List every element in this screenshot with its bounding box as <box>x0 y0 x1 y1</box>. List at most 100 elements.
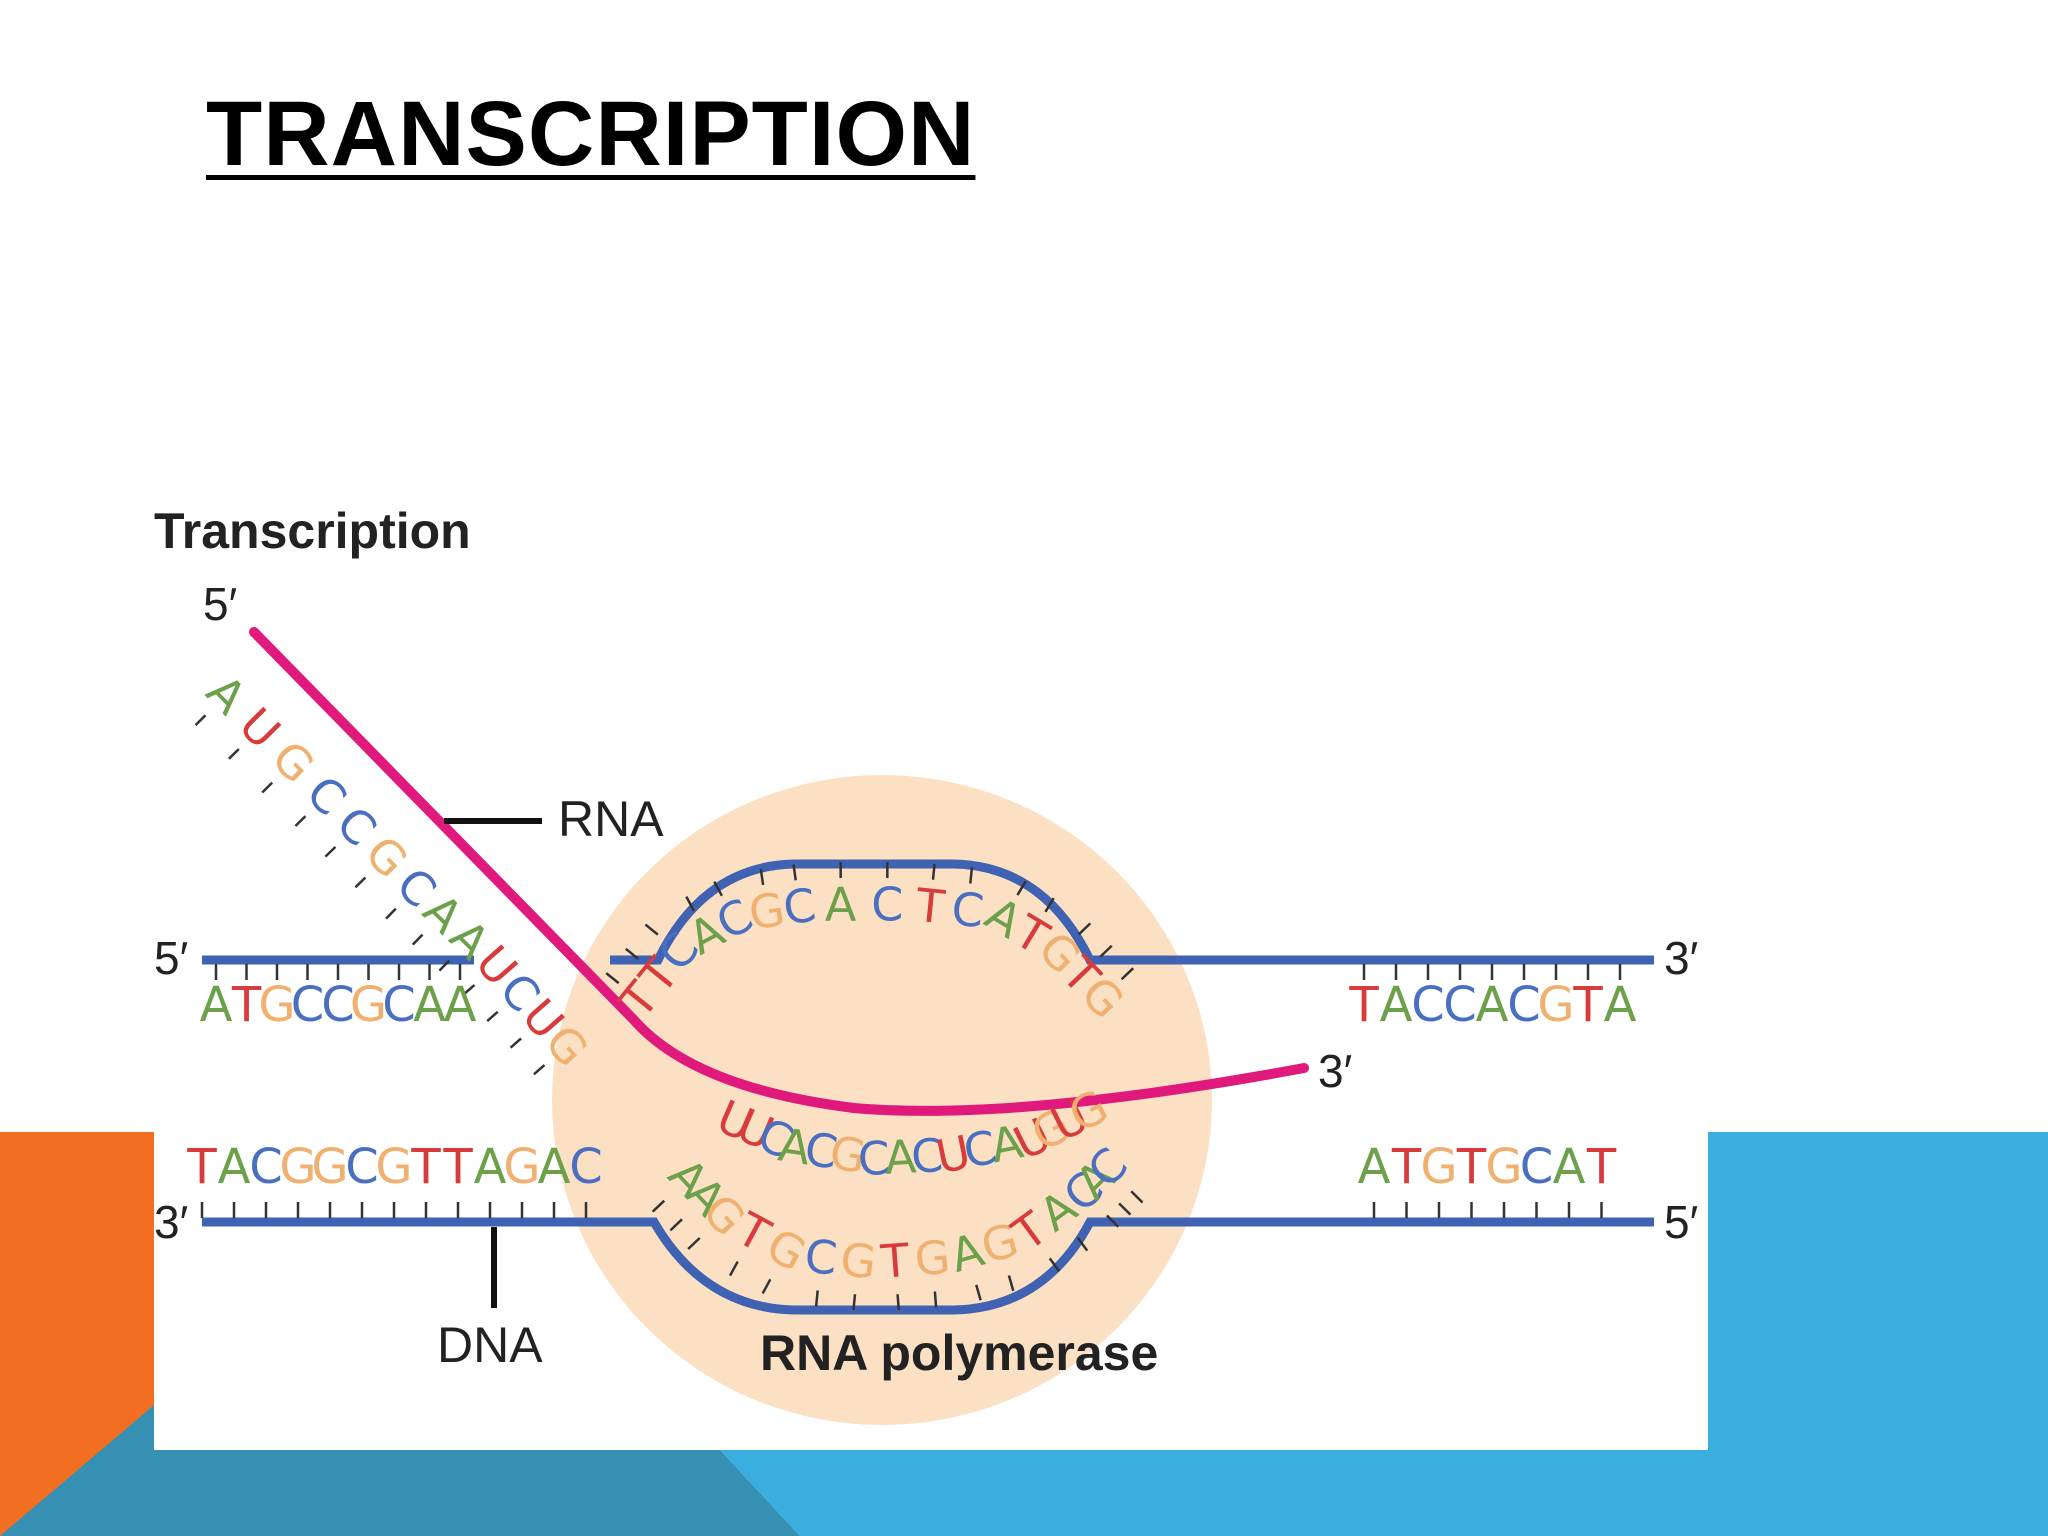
coding-left-base: G <box>350 977 387 1033</box>
bond-tick <box>975 1284 982 1301</box>
template-right-base: G <box>1485 1139 1522 1195</box>
slide-title: TRANSCRIPTION <box>206 83 976 185</box>
base-pair-ticks <box>194 714 1622 1311</box>
template-strand-backbone <box>202 1217 1654 1315</box>
bond-tick <box>685 896 695 912</box>
bond-tick <box>933 1291 938 1308</box>
template-right-base: A <box>1358 1139 1391 1195</box>
bond-tick <box>728 1260 739 1277</box>
coding-left-base: C <box>291 977 325 1033</box>
template-bubble-base: T <box>878 1233 912 1289</box>
bond-tick <box>669 1218 683 1232</box>
bond-tick <box>1106 1214 1120 1228</box>
template-left-base: T <box>410 1139 441 1195</box>
template-right-base: G <box>1420 1139 1457 1195</box>
bond-tick <box>687 1237 701 1250</box>
coding-right-base: A <box>1476 977 1509 1033</box>
template-left-base: A <box>538 1139 571 1195</box>
coding-strand-backbone <box>202 859 1654 965</box>
bond-tick <box>1077 922 1092 936</box>
template-5prime-label: 5′ <box>1664 1196 1698 1248</box>
coding-left-base: A <box>200 977 233 1033</box>
coding-right-base: C <box>1411 977 1445 1033</box>
bond-tick <box>1099 944 1113 958</box>
coding-bubble-base: C <box>871 878 903 932</box>
coding-bubble-base: A <box>825 878 857 932</box>
bond-tick <box>1044 897 1055 913</box>
template-bubble-base: C <box>802 1229 839 1286</box>
rna-bubble-base: A <box>883 1129 918 1185</box>
bond-tick <box>1016 880 1027 896</box>
bond-tick <box>438 959 451 972</box>
coding-left-base: A <box>413 977 446 1033</box>
bond-tick <box>294 815 307 827</box>
template-right-base: C <box>1520 1139 1554 1195</box>
dna-label: DNA <box>437 1317 543 1373</box>
blue-accent-bottom <box>720 1450 2048 1536</box>
template-left-base: T <box>442 1139 473 1195</box>
rna-bubble-base: G <box>826 1125 869 1184</box>
bond-tick <box>1076 1237 1089 1252</box>
rna-polymerase-blob <box>552 775 1212 1425</box>
coding-right-base: G <box>1537 977 1574 1033</box>
bond-tick <box>261 781 274 794</box>
bond-tick <box>896 1294 901 1311</box>
coding-bubble-base: C <box>780 878 819 936</box>
bond-tick <box>324 845 337 858</box>
template-bubble-base: G <box>913 1230 953 1287</box>
template-right-base: T <box>1586 1139 1617 1195</box>
bond-tick <box>625 947 640 960</box>
template-left-base: A <box>218 1139 251 1195</box>
template-left-base: T <box>186 1139 217 1195</box>
bond-tick <box>792 864 797 881</box>
bond-tick <box>228 748 240 760</box>
template-left-base: G <box>375 1139 412 1195</box>
coding-right-base: C <box>1443 977 1477 1033</box>
bond-tick <box>969 867 974 884</box>
coding-3prime-label: 3′ <box>1664 932 1698 984</box>
bond-tick <box>411 933 424 946</box>
bond-tick <box>354 876 367 889</box>
coding-5prime-label: 5′ <box>154 932 188 984</box>
teal-accent-bottom <box>160 1450 800 1536</box>
bond-tick <box>605 972 620 985</box>
coding-bubble-base: G <box>745 882 788 940</box>
bond-tick <box>814 1290 819 1307</box>
rna-5prime-label: 5′ <box>203 578 237 630</box>
template-left-base: C <box>569 1139 603 1195</box>
coding-left-base: A <box>444 977 477 1033</box>
template-left-base: G <box>311 1139 348 1195</box>
bond-tick <box>759 868 765 886</box>
bond-tick <box>1118 1202 1132 1216</box>
template-bubble-base: G <box>838 1232 879 1289</box>
bond-tick <box>1120 967 1135 981</box>
rna-bubble-base: C <box>801 1121 841 1179</box>
template-right-base: A <box>1553 1139 1586 1195</box>
bond-tick <box>651 1199 666 1213</box>
template-right-base: T <box>1456 1139 1487 1195</box>
bond-tick <box>486 1010 499 1022</box>
coding-left-base: T <box>231 977 262 1033</box>
coding-left-base: C <box>321 977 355 1033</box>
coding-bubble-base: C <box>949 881 986 938</box>
bond-tick <box>1130 1190 1144 1204</box>
bond-tick <box>509 1037 522 1049</box>
coding-right-base: A <box>1604 977 1637 1033</box>
coding-right-base: A <box>1380 977 1413 1033</box>
bond-tick <box>385 907 397 920</box>
coding-bubble-base: T <box>913 878 948 935</box>
template-left-base: C <box>345 1139 379 1195</box>
bond-tick <box>1048 1257 1061 1272</box>
bond-tick <box>194 714 207 727</box>
template-left-base: G <box>279 1139 316 1195</box>
bond-tick <box>852 1294 857 1311</box>
rna-bubble-base: C <box>910 1128 945 1184</box>
template-3prime-label: 3′ <box>154 1196 188 1248</box>
rna-bubble-base: C <box>856 1131 891 1187</box>
bond-tick <box>931 863 936 880</box>
rna-backbone <box>249 627 1309 1116</box>
bond-tick <box>463 984 476 996</box>
teal-accent-triangle <box>0 1400 160 1536</box>
